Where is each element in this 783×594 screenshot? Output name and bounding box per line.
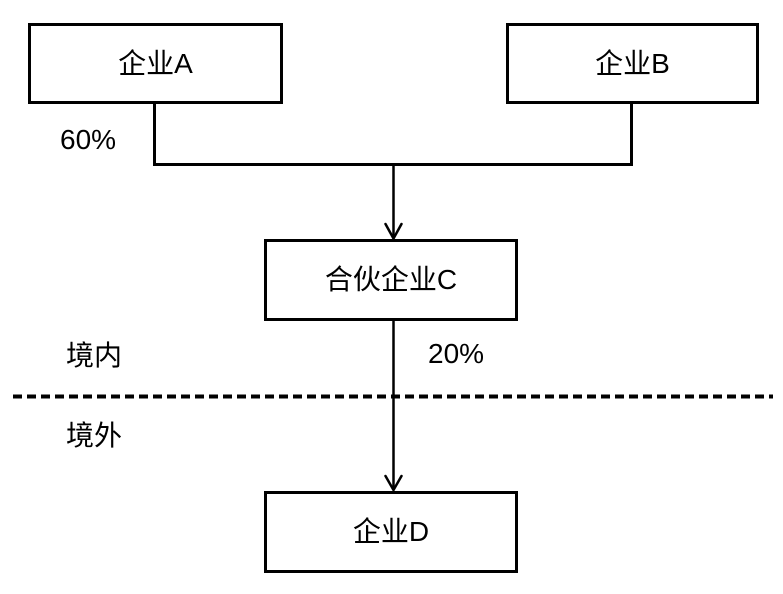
arrow-junction-to-c-head-icon <box>384 222 403 242</box>
connector-a-b-junction <box>153 104 633 166</box>
node-company-b-label: 企业B <box>595 47 670 79</box>
ownership-percent-a-label: 60% <box>60 124 117 155</box>
node-company-d-label: 企业D <box>352 516 430 547</box>
region-label-domestic: 境内 <box>66 340 123 371</box>
node-company-a: 企业A <box>28 23 283 104</box>
node-company-b: 企业B <box>506 23 759 104</box>
node-company-a-label: 企业A <box>118 47 193 79</box>
node-company-d: 企业D <box>264 491 518 573</box>
node-partnership-c-label: 合伙企业C <box>324 264 458 295</box>
arrow-c-to-d-head-icon <box>384 474 403 493</box>
region-label-overseas: 境外 <box>66 420 123 451</box>
ownership-percent-c-label: 20% <box>428 338 485 369</box>
node-partnership-c: 合伙企业C <box>264 239 518 321</box>
